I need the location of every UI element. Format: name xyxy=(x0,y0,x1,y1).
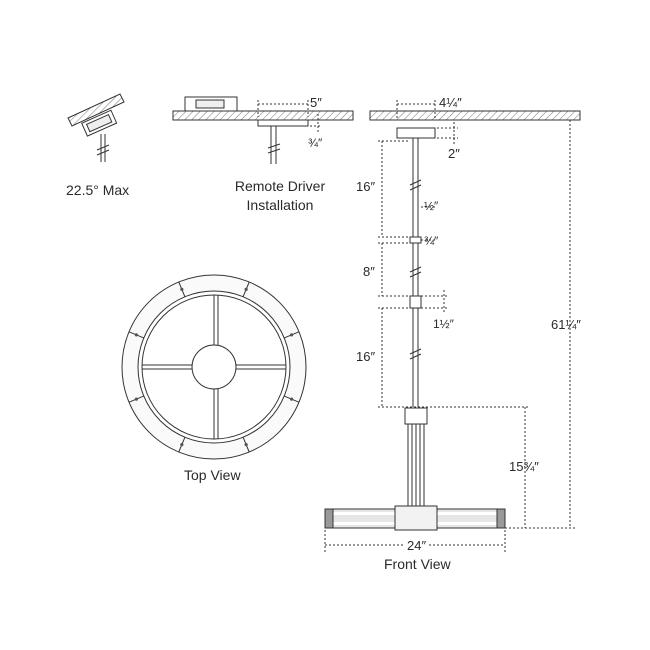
remote-driver-view xyxy=(172,96,354,164)
fixture-height-dim: 15¾″ xyxy=(509,459,539,474)
top-view-label: Top View xyxy=(184,467,241,483)
remote-ceiling xyxy=(172,110,354,121)
ring-screw xyxy=(244,443,248,447)
front-ceiling xyxy=(369,110,581,121)
ring-screw xyxy=(134,397,138,401)
sloped-ceiling-view xyxy=(67,93,125,162)
coupler-dim: ¾″ xyxy=(424,234,439,248)
fixture-cap xyxy=(404,407,428,425)
ring-screw xyxy=(244,287,248,291)
rod-3-dim: 16″ xyxy=(356,349,376,364)
rod-coupler xyxy=(409,236,422,244)
tilt-max-label: 22.5° Max xyxy=(66,182,130,198)
ring-screw xyxy=(134,333,138,337)
overall-height-dim: 61¼″ xyxy=(551,317,581,332)
fixture-end-right xyxy=(496,508,506,529)
canopy-height-dim: 2″ xyxy=(448,146,460,161)
canopy-width-dim: 4¼″ xyxy=(439,95,462,110)
top-hub xyxy=(191,344,237,390)
width-dim: 24″ xyxy=(405,538,429,553)
ring-screw xyxy=(290,333,294,337)
front-canopy xyxy=(396,127,436,139)
rod-diameter-dim: ½″ xyxy=(424,199,439,213)
top-ring-segments xyxy=(128,281,300,453)
sloped-ceiling xyxy=(67,93,125,127)
remote-driver-label-line1: Remote Driver xyxy=(234,178,326,194)
front-view xyxy=(324,100,581,552)
joint-dim: 1½″ xyxy=(433,317,454,331)
front-dimension-lines xyxy=(324,100,575,552)
fixture-hub xyxy=(394,505,438,531)
ring-screw xyxy=(180,287,184,291)
top-view xyxy=(121,274,307,460)
front-view-label: Front View xyxy=(384,556,451,572)
remote-depth-dim: ¾″ xyxy=(308,136,323,150)
remote-canopy xyxy=(257,119,309,127)
remote-driver-label-line2: Installation xyxy=(246,197,314,213)
remote-width-dim: 5″ xyxy=(310,95,322,110)
rod-2-dim: 8″ xyxy=(363,264,375,279)
ring-screw xyxy=(180,443,184,447)
ring-screw xyxy=(290,397,294,401)
fixture-end-left xyxy=(324,508,334,529)
rod-1-dim: 16″ xyxy=(356,179,376,194)
rod-joint xyxy=(409,295,422,309)
